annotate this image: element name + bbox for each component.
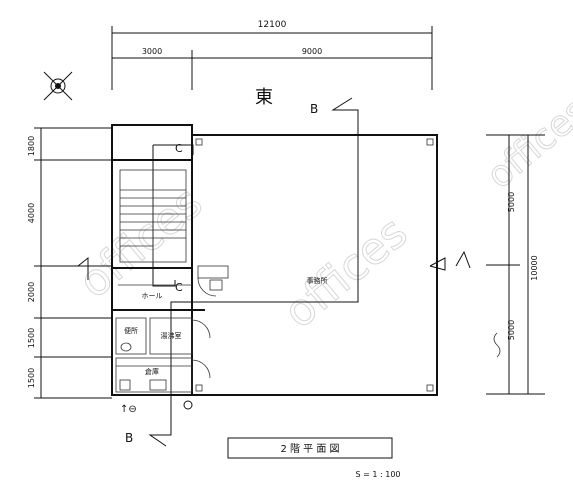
meter-symbol: ↑⊖ (120, 404, 137, 415)
dim-right-total: 10000 (530, 255, 539, 280)
storage-label: 倉庫 (145, 367, 159, 376)
dim-right-1: 5000 (507, 192, 516, 212)
hall-area: ホール (112, 265, 229, 311)
office-label: 事務所 (307, 276, 328, 285)
section-b-top-label: B (310, 102, 318, 116)
watermark-text-1: offices (69, 177, 212, 308)
dim-left-width: 3000 (142, 47, 162, 56)
north-arrow-icon (43, 71, 73, 101)
kitchen-room: 湯沸室 (149, 317, 211, 355)
watermark-text-2: offices (274, 207, 417, 338)
dim-right-2: 5000 (507, 320, 516, 340)
dim-left-1: 1800 (27, 136, 36, 156)
dim-left-5: 1500 (27, 368, 36, 388)
section-b-bottom-label: B (125, 431, 133, 445)
section-line-b: B B (125, 97, 359, 447)
title-block: 2 階 平 面 図 S = 1 : 100 (227, 437, 401, 479)
right-dimensions: 5000 10000 5000 (486, 134, 545, 395)
entrance-arrows (77, 250, 471, 280)
hall-label: ホール (142, 292, 163, 300)
storage-room: 倉庫 (115, 357, 211, 393)
toilet-room: 便所 (115, 317, 147, 355)
bottom-symbols: ↑⊖ (120, 400, 193, 415)
top-dimensions: 12100 3000 9000 (111, 20, 433, 90)
dim-right-width: 9000 (302, 47, 322, 56)
kitchen-label: 湯沸室 (161, 331, 182, 340)
section-c-bottom-label: C (175, 281, 183, 294)
section-c-top-label: C (175, 142, 183, 155)
toilet-label: 便所 (124, 326, 138, 335)
dim-left-4: 1500 (27, 328, 36, 348)
dim-left-2: 4000 (27, 203, 36, 223)
staircase (112, 169, 192, 269)
dim-total-width: 12100 (258, 20, 287, 30)
watermark-text-3: offices (479, 90, 573, 197)
orientation-label: 東 (255, 87, 273, 108)
dim-left-3: 2000 (27, 282, 36, 302)
handwritten-mark (493, 332, 501, 358)
plan-title: 2 階 平 面 図 (280, 443, 339, 455)
building-outline (111, 124, 438, 396)
left-dimensions: 1800 4000 2000 1500 1500 (27, 127, 112, 399)
scale-label: S = 1 : 100 (355, 470, 400, 479)
